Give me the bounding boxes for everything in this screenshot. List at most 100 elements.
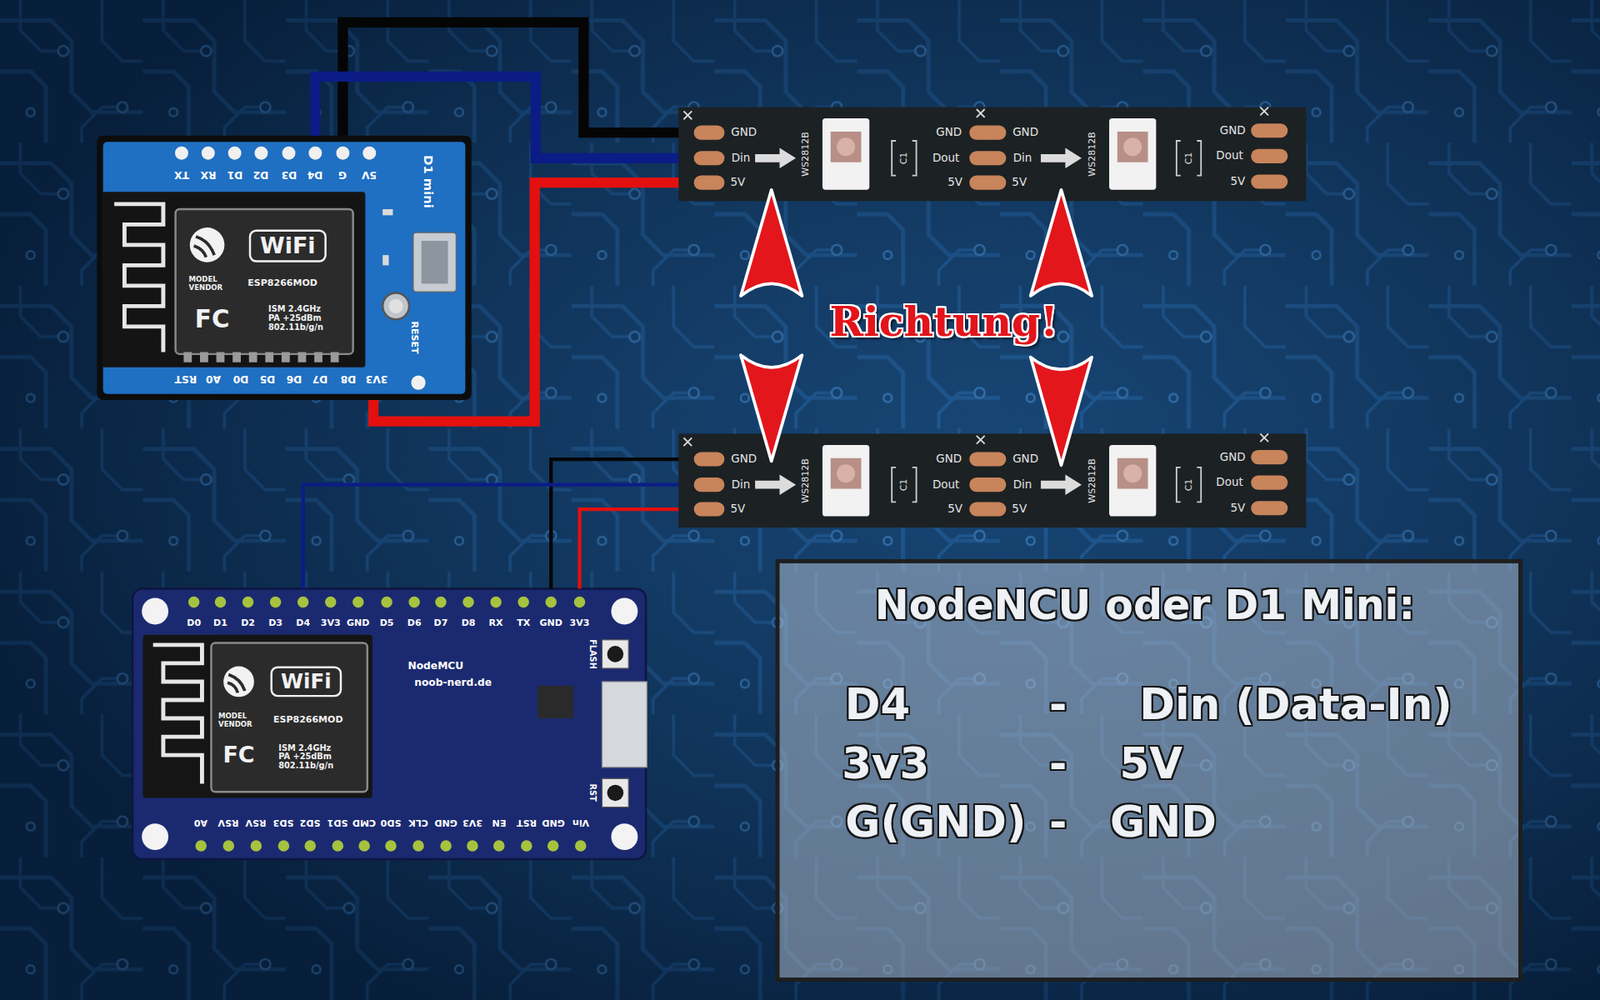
table-cell: -: [1049, 740, 1067, 788]
nodemcu-board-art: [607, 645, 625, 663]
d1-mini-board-art: [201, 146, 215, 160]
pin-label: GND: [540, 618, 563, 629]
pad-label: Dout: [932, 151, 960, 165]
chip-label: MODEL VENDOR: [189, 275, 230, 292]
nodemcu-board-art: [610, 598, 638, 625]
pad-label: GND: [730, 126, 757, 140]
direction-arrows: [740, 190, 1092, 466]
nodemcu-board-art: [200, 840, 581, 851]
pin-label: D5: [259, 373, 275, 385]
esp8266-module-art: [142, 635, 373, 799]
table-cell: -: [1049, 680, 1067, 729]
direction-arrows: [740, 190, 802, 296]
info-panel-art: [777, 560, 1520, 980]
pad-label: 5V: [1230, 501, 1245, 515]
board-name: noob-nerd.de: [414, 678, 492, 690]
pad-label: Dout: [1215, 476, 1243, 490]
button-label: FLASH: [588, 639, 598, 670]
nodemcu-board-art: [132, 589, 646, 860]
table-cell: D4: [845, 680, 910, 729]
pin-label: D5: [380, 618, 395, 629]
pin-label: D4: [295, 618, 310, 629]
wire: [315, 76, 679, 159]
nodemcu-board-art: [601, 681, 647, 768]
esp8266-module-art: [101, 191, 365, 368]
d1-mini-board-art: [413, 232, 456, 292]
pin-label: D8: [461, 618, 476, 629]
pad-label: 5V: [1230, 175, 1245, 189]
pad-label: GND: [1220, 450, 1246, 464]
pad-label: Din: [1013, 151, 1033, 165]
esp8266-module-art: [194, 236, 215, 257]
d1-mini-board-art: [421, 240, 449, 284]
wire: [373, 182, 679, 422]
chip-label: FC: [195, 305, 230, 333]
esp8266-module-art: [190, 227, 225, 263]
button-label: RESET: [409, 321, 420, 355]
capacitor-label: C1: [1183, 478, 1194, 491]
capacitor-label: C1: [1183, 151, 1194, 165]
pin-label: RST: [516, 817, 537, 828]
capacitor-label: C1: [899, 151, 910, 165]
pin-label: D7: [434, 618, 449, 629]
esp8266-module: WiFiMODEL VENDORESP8266MODFCISM 2.4GHz P…: [101, 191, 365, 368]
wire: [550, 459, 679, 589]
pin-label: D4: [307, 169, 324, 180]
pad-label: 5V: [947, 503, 963, 516]
pin-label: TX: [516, 618, 530, 629]
d1-mini-board-art: [96, 135, 471, 400]
d1-mini-board-art: [228, 146, 242, 160]
pad-label: 5V: [1011, 503, 1027, 516]
chip-label: WiFi: [260, 233, 316, 259]
pin-label: RX: [489, 618, 504, 629]
led-label: WS2812B: [800, 131, 811, 176]
led-strip: GND Din 5V: [678, 433, 1306, 528]
nodemcu-board-art: [194, 596, 580, 608]
table-cell: GND: [1110, 797, 1217, 845]
pin-label: D6: [407, 618, 422, 629]
d1-mini-board-art: [282, 146, 296, 160]
d1-mini-board-art: [389, 299, 404, 314]
d1-mini-board-art: [96, 135, 471, 400]
pin-label: SD3: [273, 817, 295, 828]
pin-label: RST: [175, 373, 198, 385]
esp8266-module-art: [175, 209, 354, 355]
chip-label: ISM 2.4GHz PA +25dBm 802.11b/g/n: [268, 305, 334, 332]
pin-label: EN: [491, 817, 506, 828]
capacitor-label: C1: [899, 478, 910, 491]
pin-label: D2: [253, 169, 270, 180]
pin-label: D1: [213, 618, 228, 629]
table-cell: Din (Data-In): [1139, 680, 1452, 729]
d1-mini-board-art: [410, 375, 425, 390]
wire: [580, 509, 680, 589]
pin-label: GND: [541, 817, 565, 828]
pad-label: GND: [935, 453, 962, 466]
pin-label: SD2: [300, 817, 321, 828]
d1-mini-board-art: [382, 255, 389, 265]
led-strip: GND Din 5V: [678, 107, 1306, 202]
nodemcu-board-art: [141, 598, 169, 625]
pad-label: GND: [730, 453, 757, 466]
pin-label: A0: [194, 817, 208, 828]
pin-label: RSV: [245, 817, 267, 828]
esp8266-module-art: [114, 204, 164, 353]
chip-label: ISM 2.4GHz PA +25dBm 802.11b/g/n: [278, 743, 344, 770]
esp8266-module-art: [101, 191, 365, 368]
chip-label: FC: [222, 742, 255, 768]
led-label: WS2812B: [800, 458, 811, 503]
pin-label: D3: [268, 618, 283, 629]
d1-mini-board-art: [308, 146, 322, 160]
esp8266-module-art: [271, 667, 341, 696]
pin-label: D1: [226, 169, 243, 180]
d1-mini-board-art: [362, 146, 376, 160]
nodemcu-board-art: [607, 785, 625, 802]
direction-arrows: [1030, 357, 1092, 466]
pad-label: GND: [1220, 124, 1246, 137]
button-label: RST: [588, 784, 598, 802]
d1-mini-board-art: [382, 292, 410, 320]
pad-label: 5V: [730, 503, 745, 516]
pad-label: Din: [731, 478, 751, 491]
wire: [303, 485, 680, 590]
